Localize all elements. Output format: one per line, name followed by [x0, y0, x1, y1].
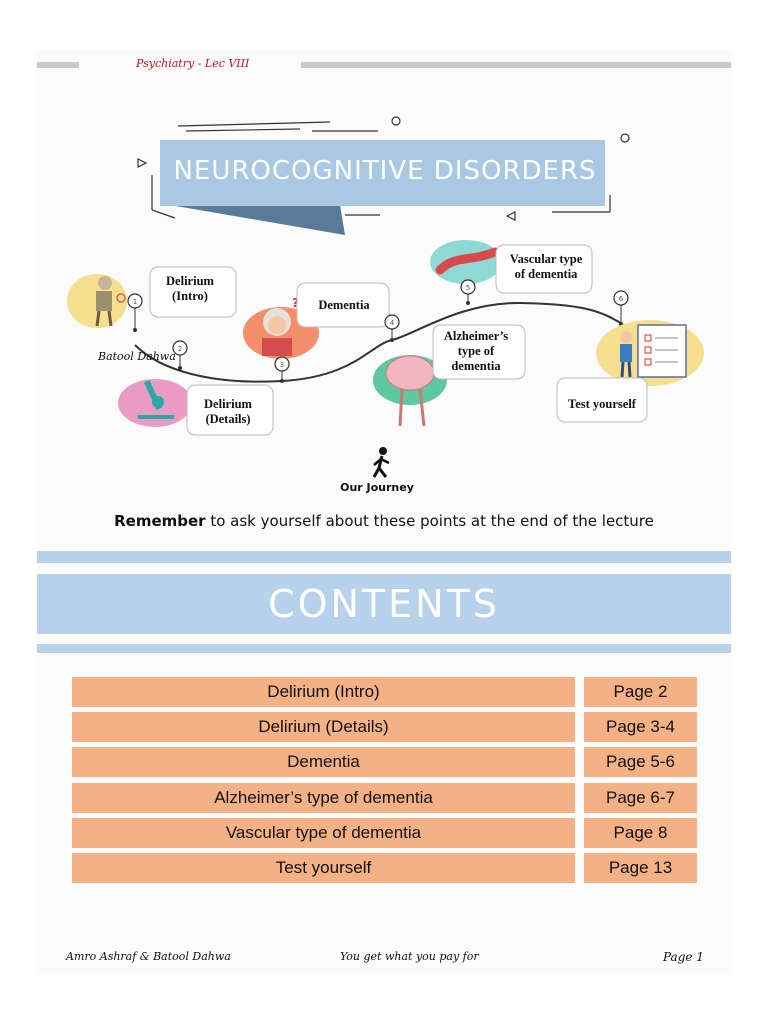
- table-row: Delirium (Details) Page 3-4: [72, 712, 697, 743]
- node-alzheimers: 4 Alzheimer’s type of dementia: [373, 314, 526, 427]
- toc-topic[interactable]: Delirium (Details): [72, 712, 575, 743]
- node-label-line: type of: [458, 344, 495, 358]
- contents-banner: CONTENTS: [37, 574, 731, 634]
- contents-strip-bottom: [37, 644, 731, 653]
- node-label-line: Alzheimer’s: [444, 329, 508, 343]
- banner-box: [160, 140, 605, 206]
- node-number: 2: [178, 345, 182, 353]
- node-number: 3: [280, 361, 284, 369]
- toc-topic[interactable]: Dementia: [72, 747, 575, 778]
- node-delirium-intro: 1 Delirium (Intro) Batool Dahwa: [67, 266, 237, 363]
- table-row: Vascular type of dementia Page 8: [72, 817, 697, 848]
- node-label-line: of dementia: [515, 267, 579, 281]
- footer-page-number: Page 1: [663, 950, 704, 964]
- walking-person-icon: [372, 447, 390, 478]
- node-label-line: Vascular type: [510, 252, 583, 266]
- header-title: Psychiatry - Lec VIII: [136, 57, 250, 70]
- signature: Batool Dahwa: [97, 350, 176, 363]
- toc-topic[interactable]: Vascular type of dementia: [72, 817, 575, 848]
- footer-motto: You get what you pay for: [340, 950, 479, 963]
- toc-topic[interactable]: Delirium (Intro): [72, 677, 575, 707]
- toc-topic[interactable]: Test yourself: [72, 852, 575, 883]
- journey-caption: Our Journey: [340, 481, 414, 494]
- node-vascular: 5 Vascular type of dementia: [430, 240, 593, 305]
- toc-page[interactable]: Page 3-4: [584, 712, 697, 743]
- toc-page[interactable]: Page 13: [584, 852, 697, 883]
- node-test-yourself: 6 Test yourself: [556, 290, 704, 423]
- svg-text:?: ?: [292, 296, 299, 310]
- node-label-line: (Details): [205, 412, 250, 426]
- remember-note: Remember to ask yourself about these poi…: [0, 512, 768, 530]
- contents-strip-top: [37, 551, 731, 563]
- header-rule-right: [301, 62, 731, 68]
- header-rule-left: [37, 62, 79, 68]
- node-number: 1: [133, 298, 137, 306]
- banner-title: NEUROCOGNITIVE DISORDERS: [173, 156, 596, 186]
- node-label-line: Delirium: [166, 274, 214, 288]
- table-row: Alzheimer’s type of dementia Page 6-7: [72, 782, 697, 813]
- remember-text: to ask yourself about these points at th…: [205, 512, 654, 530]
- node-label-line: Delirium: [204, 397, 252, 411]
- journey-illustration: NEUROCOGNITIVE DISORDERS 1 Delirium (Int…: [67, 116, 704, 494]
- node-label-line: (Intro): [172, 289, 208, 303]
- table-row: Dementia Page 5-6: [72, 747, 697, 778]
- toc-page[interactable]: Page 2: [584, 677, 697, 707]
- remember-bold: Remember: [114, 512, 206, 530]
- node-dementia: ? ? 3 Dementia: [243, 282, 390, 383]
- footer-authors: Amro Ashraf & Batool Dahwa: [66, 950, 231, 963]
- toc-page[interactable]: Page 6-7: [584, 782, 697, 813]
- banner-decoration: [137, 116, 630, 235]
- table-row: Delirium (Intro) Page 2: [72, 677, 697, 707]
- toc-page[interactable]: Page 8: [584, 817, 697, 848]
- toc-topic[interactable]: Alzheimer’s type of dementia: [72, 782, 575, 813]
- node-number: 5: [466, 284, 470, 292]
- contents-title: CONTENTS: [268, 582, 500, 626]
- node-label-line: dementia: [451, 359, 501, 373]
- node-label-line: Test yourself: [568, 397, 637, 411]
- contents-table: Delirium (Intro) Page 2 Delirium (Detail…: [72, 677, 697, 888]
- node-number: 6: [619, 295, 624, 303]
- toc-page[interactable]: Page 5-6: [584, 747, 697, 778]
- node-number: 4: [390, 319, 395, 327]
- node-delirium-details: 2 Delirium (Details): [118, 340, 274, 436]
- table-row: Test yourself Page 13: [72, 852, 697, 883]
- node-label-line: Dementia: [318, 298, 370, 312]
